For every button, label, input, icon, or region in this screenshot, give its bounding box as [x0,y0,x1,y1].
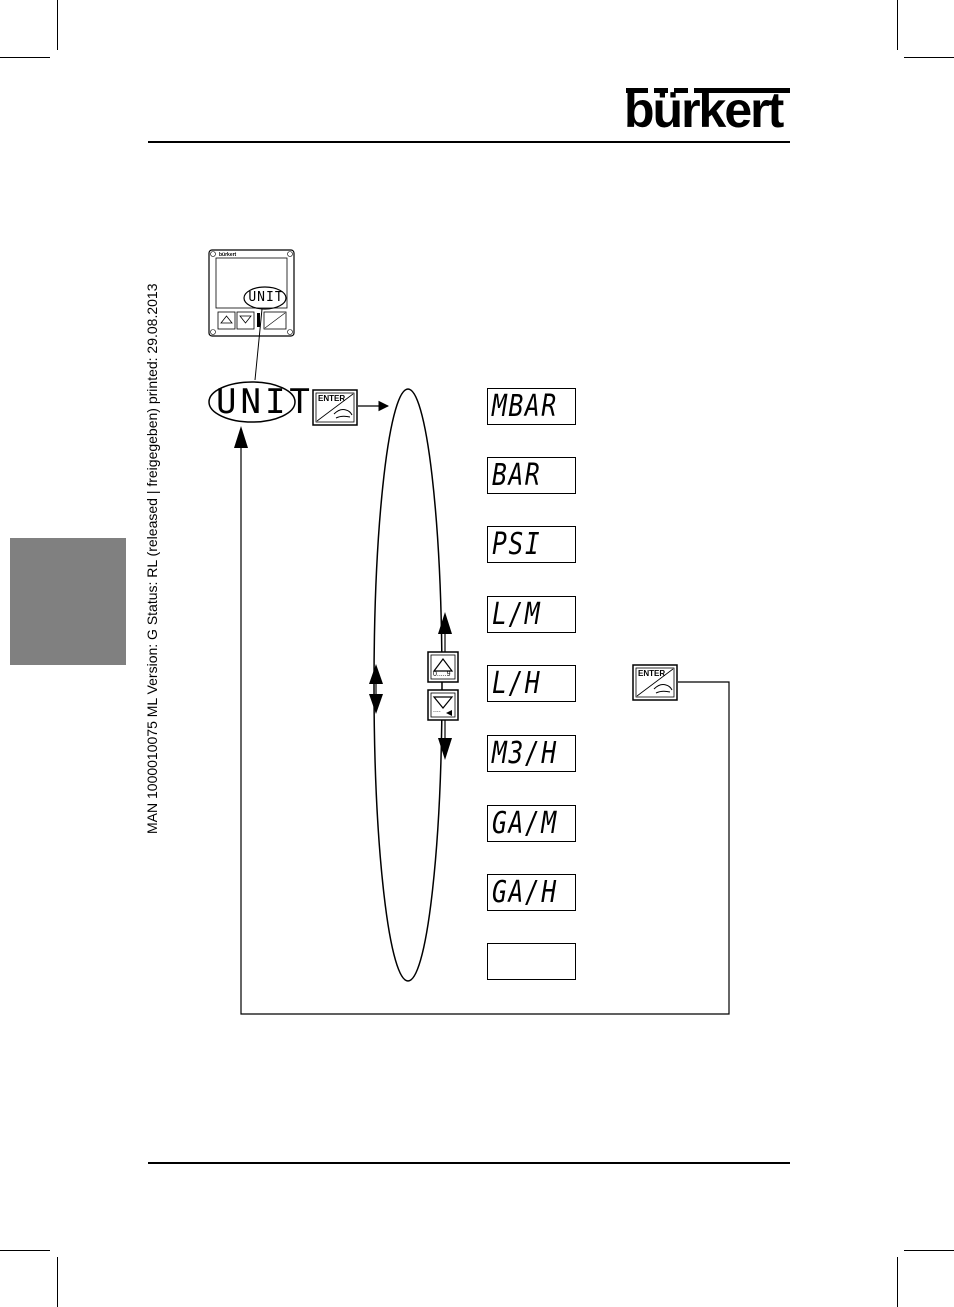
lcd-unit-mbar: MBAR [487,388,576,425]
down-key-icon [428,690,458,720]
lcd-unit-lm: L/M [487,596,576,633]
up-key-label: 0.....9 [433,671,451,678]
device-brand-label: bürkert [219,252,236,258]
enter-label: ENTER [318,394,345,403]
lcd-unit-lh: L/H [487,665,576,702]
lcd-unit-m3h: M3/H [487,735,576,772]
enter-label: ENTER [638,669,665,678]
lcd-unit-gam: GA/M [487,805,576,842]
selection-loop [374,389,442,981]
lcd-unit-empty [487,943,576,980]
lcd-unit-bar: BAR [487,457,576,494]
down-key-label: .... [433,707,441,714]
lcd-unit-psi: PSI [487,526,576,563]
unit-menu-label: UNIT [216,384,290,420]
device-display-text: UNIT [248,290,284,306]
lcd-unit-gah: GA/H [487,874,576,911]
